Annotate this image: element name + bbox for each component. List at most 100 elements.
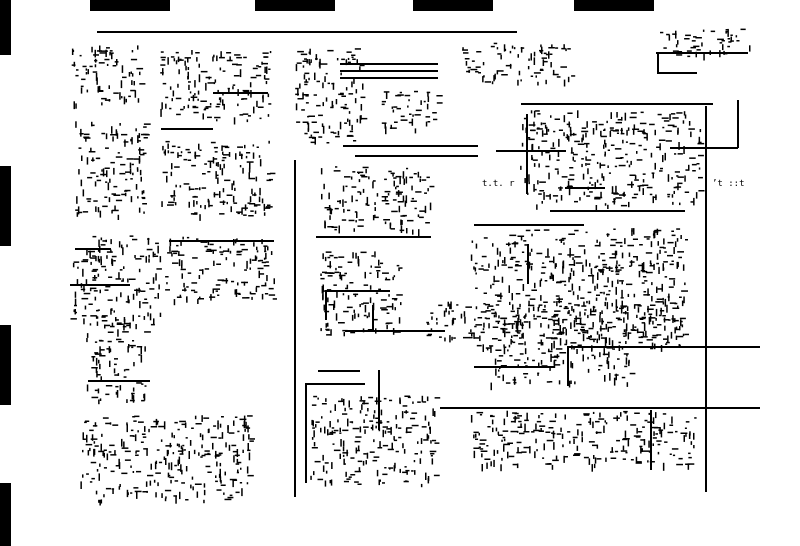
component-mark xyxy=(316,80,320,83)
component-mark xyxy=(606,293,610,296)
component-mark xyxy=(152,277,155,284)
component-mark xyxy=(247,415,253,417)
component-mark xyxy=(382,444,389,447)
component-mark xyxy=(107,331,114,333)
component-mark xyxy=(102,205,108,208)
component-mark xyxy=(564,343,568,346)
component-mark xyxy=(155,472,161,474)
component-mark xyxy=(517,415,522,417)
component-mark xyxy=(137,196,139,199)
component-mark xyxy=(171,250,179,253)
component-mark xyxy=(589,181,591,184)
component-mark xyxy=(420,100,422,105)
component-mark xyxy=(161,102,163,110)
component-mark xyxy=(385,203,390,205)
component-mark xyxy=(474,262,478,265)
component-mark xyxy=(540,413,544,415)
component-mark xyxy=(324,462,329,464)
component-mark xyxy=(251,259,257,261)
component-mark xyxy=(719,42,723,44)
component-mark xyxy=(220,51,222,58)
component-mark xyxy=(588,300,591,305)
component-mark xyxy=(671,448,679,450)
component-mark xyxy=(363,284,369,286)
component-mark xyxy=(91,367,98,369)
component-mark xyxy=(374,214,376,217)
component-mark xyxy=(572,156,574,161)
component-mark xyxy=(657,443,661,446)
component-mark xyxy=(91,356,96,358)
component-mark xyxy=(560,238,563,243)
component-mark xyxy=(120,292,122,298)
component-mark xyxy=(140,153,145,156)
component-mark xyxy=(553,360,555,366)
component-mark xyxy=(184,57,191,59)
component-mark xyxy=(558,129,563,131)
component-mark xyxy=(180,445,183,450)
component-mark xyxy=(474,267,477,272)
component-mark xyxy=(100,443,102,451)
component-mark xyxy=(252,144,255,147)
component-mark xyxy=(219,201,226,203)
component-mark xyxy=(374,216,379,219)
component-mark xyxy=(342,413,348,415)
component-mark xyxy=(214,79,217,83)
component-mark xyxy=(637,305,642,307)
component-mark xyxy=(671,147,674,149)
component-mark xyxy=(575,323,582,325)
component-mark xyxy=(679,202,681,206)
component-mark xyxy=(377,447,383,449)
wire xyxy=(213,92,268,94)
component-mark xyxy=(600,253,605,255)
component-mark xyxy=(660,167,663,170)
component-mark xyxy=(204,107,209,110)
component-mark xyxy=(530,129,536,132)
component-mark xyxy=(82,65,87,68)
component-mark xyxy=(247,425,249,433)
component-mark xyxy=(541,266,547,269)
component-mark xyxy=(121,96,123,99)
component-mark xyxy=(404,466,407,468)
component-mark xyxy=(94,59,98,62)
component-mark xyxy=(95,73,98,81)
component-mark xyxy=(354,211,358,213)
component-mark xyxy=(656,286,658,293)
component-mark xyxy=(198,63,200,68)
component-mark xyxy=(147,312,149,317)
component-mark xyxy=(683,111,686,116)
component-mark xyxy=(577,344,582,346)
component-mark xyxy=(199,214,201,221)
component-mark xyxy=(177,469,182,471)
component-mark xyxy=(470,254,473,261)
component-mark xyxy=(518,314,520,320)
component-mark xyxy=(221,416,224,418)
component-mark xyxy=(619,194,626,196)
component-mark xyxy=(219,462,222,467)
component-mark xyxy=(388,467,394,469)
component-mark xyxy=(593,455,595,459)
component-mark xyxy=(493,314,496,318)
component-mark xyxy=(118,486,121,490)
component-mark xyxy=(375,425,377,429)
component-mark xyxy=(205,250,213,252)
component-mark xyxy=(138,354,141,356)
component-mark xyxy=(605,143,607,148)
component-mark xyxy=(481,265,484,267)
component-mark xyxy=(518,70,521,76)
component-mark xyxy=(352,427,360,430)
component-mark xyxy=(653,326,658,329)
component-mark xyxy=(128,299,130,304)
component-mark xyxy=(592,411,595,414)
component-mark xyxy=(199,149,202,151)
component-mark xyxy=(549,154,551,161)
component-mark xyxy=(592,306,596,308)
component-mark xyxy=(586,121,588,128)
component-mark xyxy=(620,450,628,452)
component-mark xyxy=(141,433,146,435)
component-mark xyxy=(187,58,189,63)
component-mark xyxy=(527,357,529,361)
component-mark xyxy=(268,140,270,144)
component-mark xyxy=(400,302,402,306)
component-mark xyxy=(324,220,326,228)
component-mark xyxy=(183,158,188,161)
